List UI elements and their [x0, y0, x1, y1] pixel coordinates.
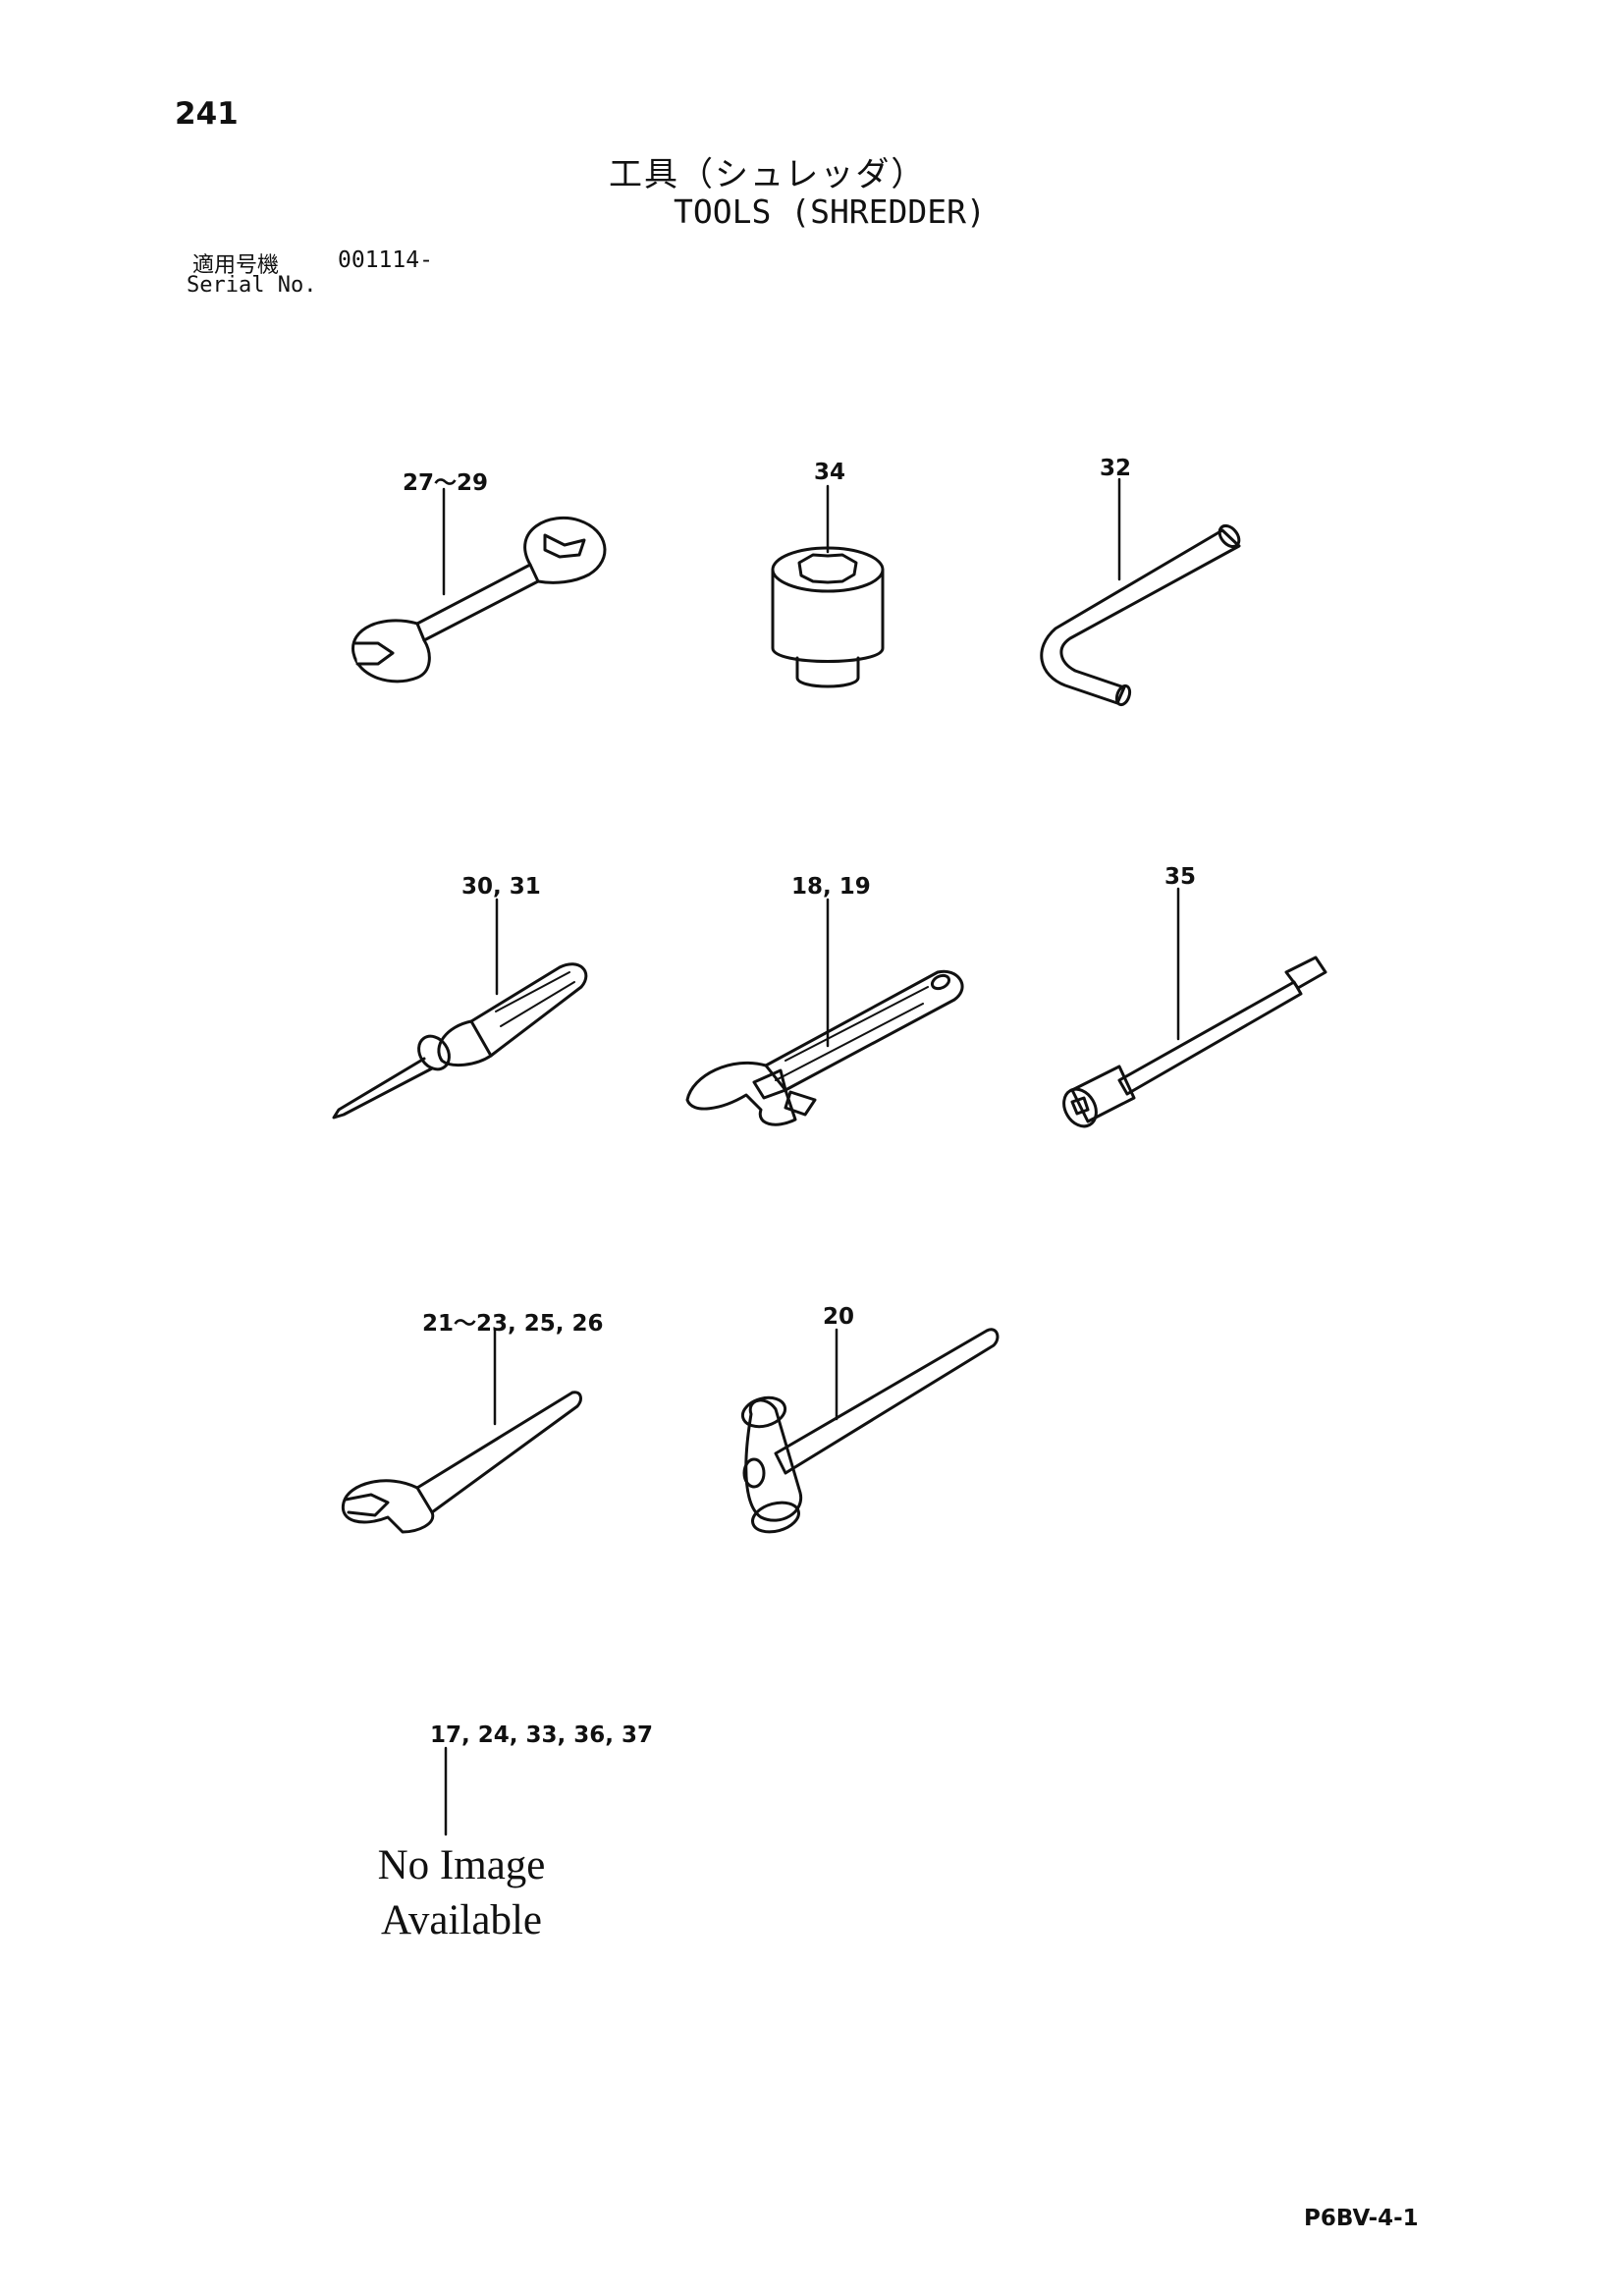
hammer-icon: [740, 1328, 1000, 1534]
serial-number: 001114-: [338, 247, 433, 273]
open-end-wrench-icon: [352, 516, 607, 683]
spanner-icon: [341, 1391, 582, 1534]
leader-lines: [442, 477, 1180, 1836]
callout-hammer: 20: [823, 1304, 855, 1330]
page-title-japanese: 工具（シュレッダ）: [609, 155, 927, 194]
serial-label-english: Serial No.: [187, 273, 317, 298]
callout-no-image-parts: 17, 24, 33, 36, 37: [430, 1722, 654, 1748]
footer-code: P6BV-4-1: [1304, 2206, 1419, 2231]
callout-screwdriver: 30, 31: [461, 874, 541, 900]
callout-hex-key: 32: [1100, 456, 1132, 481]
callout-socket: 34: [814, 460, 846, 485]
callout-adjustable-wrench: 18, 19: [791, 874, 871, 900]
callout-spanner: 21～23, 25, 26: [422, 1311, 604, 1337]
no-image-line-2: Available: [381, 1897, 542, 1943]
page-title-english: TOOLS (SHREDDER): [674, 192, 986, 231]
page-number: 241: [175, 96, 239, 132]
serial-label-japanese: 適用号機: [192, 253, 280, 278]
adjustable-wrench-icon: [685, 969, 964, 1126]
socket-icon: [771, 546, 885, 688]
callout-extension-bar: 35: [1164, 864, 1197, 890]
callout-open-wrench: 27～29: [403, 470, 489, 496]
extension-bar-icon: [1062, 956, 1327, 1128]
hex-key-icon: [1040, 523, 1241, 707]
screwdriver-icon: [332, 962, 588, 1120]
no-image-line-1: No Image: [377, 1842, 546, 1888]
no-image-placeholder: No Image Available: [344, 1838, 579, 1948]
